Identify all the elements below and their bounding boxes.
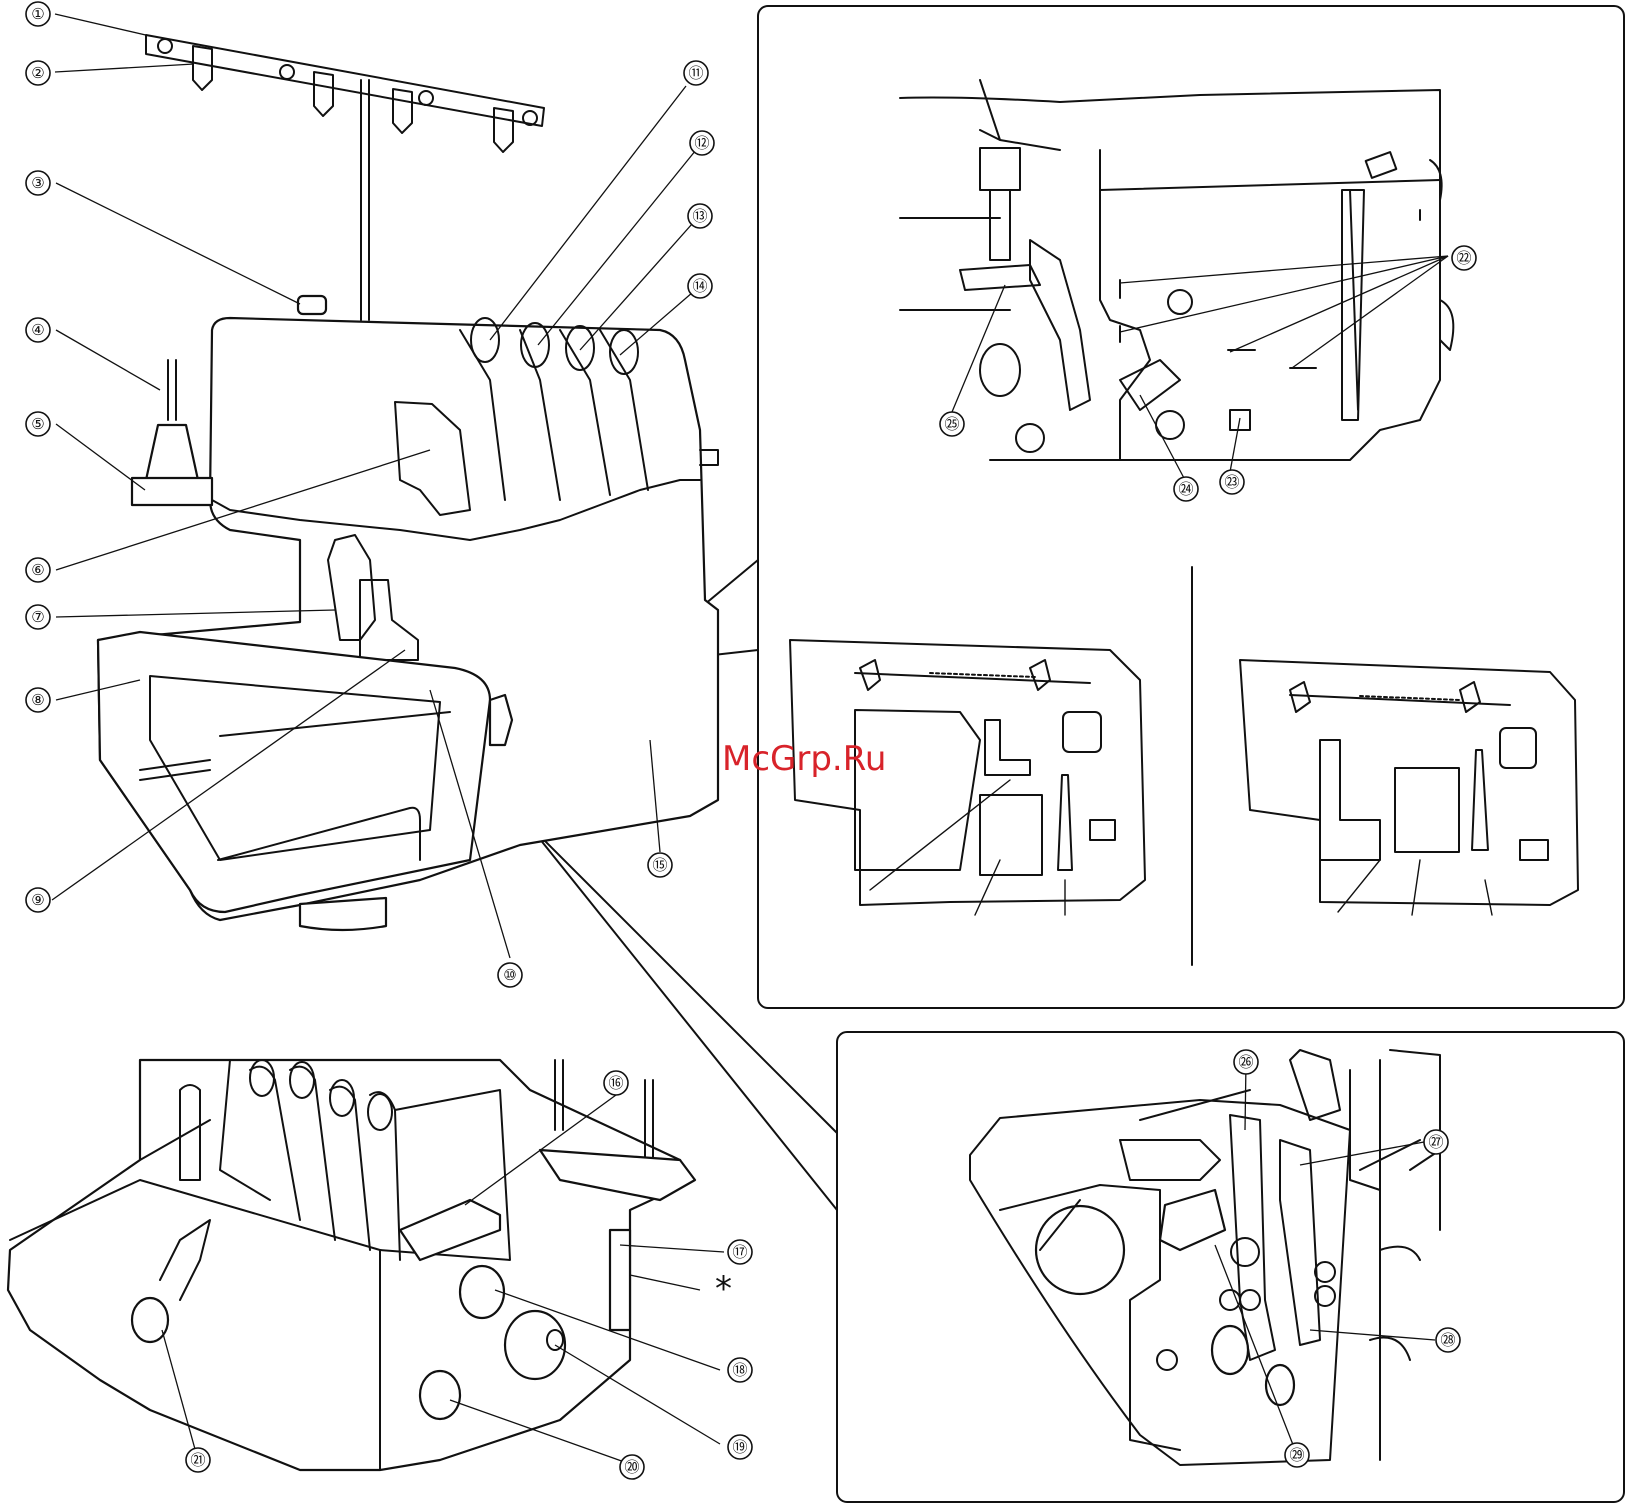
callout-14: ⑭ [688,274,712,298]
callout-22-label: ㉒ [1456,249,1471,267]
callout-24-label: ㉔ [1178,480,1193,498]
callout-25: ㉕ [940,412,964,436]
callout-18-label: ⑱ [732,1361,747,1379]
callout-23: ㉓ [1220,470,1244,494]
callout-24: ㉔ [1174,477,1198,501]
callout-29-label: ㉙ [1289,1446,1304,1464]
callout-06-label: ⑥ [31,561,44,579]
callout-17-label: ⑰ [732,1243,747,1261]
callout-19-label: ⑲ [732,1438,747,1456]
callout-10: ⑩ [498,963,522,987]
callout-09: ⑨ [26,888,50,912]
callout-02: ② [26,61,50,85]
callout-22: ㉒ [1452,246,1476,270]
callout-11: ⑪ [684,61,708,85]
callout-03: ③ [26,171,50,195]
callout-03-label: ③ [31,174,44,192]
callout-01: ① [26,2,50,26]
callout-16: ⑯ [604,1071,628,1095]
callout-23-label: ㉓ [1224,473,1239,491]
callout-05-label: ⑤ [31,415,44,433]
machine-front-view [98,35,718,930]
callout-04-label: ④ [31,321,44,339]
callout-12: ⑫ [690,131,714,155]
callout-28-label: ㉘ [1440,1331,1455,1349]
callout-26-label: ㉖ [1238,1053,1253,1071]
callout-14-label: ⑭ [692,277,707,295]
callout-28: ㉘ [1436,1328,1460,1352]
callout-17: ⑰ [728,1240,752,1264]
callout-18: ⑱ [728,1358,752,1382]
callout-25-label: ㉕ [944,415,959,433]
callout-29: ㉙ [1285,1443,1309,1467]
callout-20: ⑳ [620,1455,644,1479]
callout-07: ⑦ [26,605,50,629]
callout-01-label: ① [31,5,44,23]
callout-09-label: ⑨ [31,891,44,909]
asterisk-marker: * [715,1269,732,1309]
callout-21-label: ㉑ [190,1451,205,1469]
callout-04: ④ [26,318,50,342]
callout-13: ⑬ [688,204,712,228]
callout-21: ㉑ [186,1448,210,1472]
callout-06: ⑥ [26,558,50,582]
callout-19: ⑲ [728,1435,752,1459]
callout-08: ⑧ [26,688,50,712]
callout-20-label: ⑳ [624,1458,639,1476]
callout-27: ㉗ [1424,1130,1448,1154]
callout-07-label: ⑦ [31,608,44,626]
watermark-text: McGrp.Ru [722,739,886,779]
callout-08-label: ⑧ [31,691,44,709]
callout-02-label: ② [31,64,44,82]
callout-13-label: ⑬ [692,207,707,225]
callout-27-label: ㉗ [1428,1133,1443,1151]
callout-11-label: ⑪ [688,64,703,82]
machine-rear-view [8,1060,695,1470]
callout-15: ⑮ [648,853,672,877]
callout-10-label: ⑩ [503,966,516,984]
callout-15-label: ⑮ [652,856,667,874]
callout-12-label: ⑫ [694,134,709,152]
callout-16-label: ⑯ [608,1074,623,1092]
callout-26: ㉖ [1234,1050,1258,1074]
callout-05: ⑤ [26,412,50,436]
